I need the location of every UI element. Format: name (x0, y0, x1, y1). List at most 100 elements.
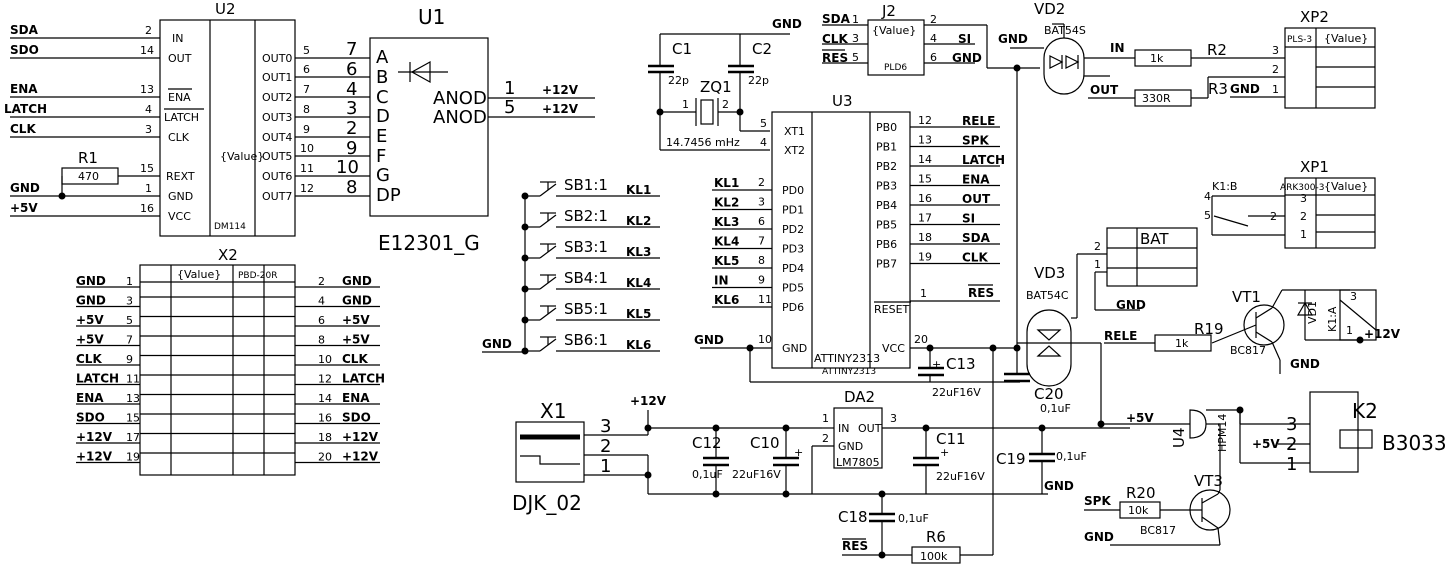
j2-pin5: 5 (852, 51, 859, 64)
u2-pin-15: 15 (140, 162, 154, 175)
u3-pb-label: PB4 (876, 199, 897, 212)
xp1-type: ARK300-3 (1280, 183, 1324, 193)
u3-pb-num: 15 (918, 173, 932, 186)
j2-net-res: RES (822, 51, 848, 65)
u2-pin-12: 12 (300, 182, 314, 195)
vd2-value: BAT54S (1044, 24, 1086, 37)
u3-pb-net: ENA (962, 173, 990, 187)
j2-body (867, 19, 925, 76)
c19-value: 0,1uF (1056, 450, 1087, 463)
u2-net-clk: CLK (10, 122, 36, 136)
x2-pin-left: 19 (126, 451, 140, 464)
xp2-pin3: 3 (1272, 44, 1279, 57)
x2-net-left: +12V (76, 450, 113, 464)
x2-pin-right: 2 (318, 275, 325, 288)
u2-lbl-latch: LATCH (164, 111, 199, 124)
xp1-pin3: 3 (1300, 192, 1307, 205)
x2-net-left: GND (76, 294, 106, 308)
xp2-body (1284, 27, 1376, 109)
xp2-gnd: GND (1230, 82, 1260, 96)
u3-pd-net: KL5 (714, 254, 739, 268)
u3-pb-net: SI (962, 212, 975, 226)
x1-pin3: 3 (600, 416, 611, 437)
c12-value: 0,1uF (692, 468, 723, 481)
x2-pin-right: 16 (318, 412, 332, 425)
vd2-area: VD2 BAT54S GND IN 1k R2 OUT 330R R3 GND … (998, 0, 1376, 348)
x2-net-right: +12V (342, 450, 379, 464)
u1-lbl-d: D (376, 106, 390, 127)
u2-value: {Value} (220, 150, 264, 163)
c2-value: 22p (748, 74, 769, 87)
switch-net: KL6 (626, 338, 651, 352)
bat-body (1106, 227, 1198, 287)
c12-ref: C12 (692, 434, 722, 452)
xp2-ref: XP2 (1300, 8, 1329, 26)
j2-pin1: 1 (852, 13, 859, 26)
k2-pin1: 1 (1286, 454, 1297, 475)
xp1-area: XP1 ARK300-3 {Value} 3 2 1 2 K1:B 4 5 (1204, 158, 1376, 249)
da2-gnd: GND (838, 440, 863, 453)
j2-net-gnd: GND (952, 51, 982, 65)
x2-net-right: +12V (342, 430, 379, 444)
r3-net: OUT (1090, 83, 1119, 97)
u2-body (159, 19, 296, 237)
u3-pin-20: 20 (914, 333, 928, 346)
r1-value: 470 (78, 170, 99, 183)
u2-lbl-clk: CLK (168, 131, 190, 144)
x2-value: {Value} (177, 268, 221, 281)
c10-value: 22uF16V (732, 468, 781, 481)
x2-net-right: GND (342, 274, 372, 288)
u2-net-5v: +5V (10, 201, 38, 215)
c11-value: 22uF16V (936, 470, 985, 483)
u3-pd-net: KL1 (714, 176, 739, 190)
j2-net-clk: CLK (822, 32, 848, 46)
u2-net-sdo: SDO (10, 43, 39, 57)
x2-net-right: +5V (342, 313, 370, 327)
u2-out5: OUT5 (262, 150, 292, 163)
u3-body (771, 111, 911, 369)
u3-pd-label: PD4 (782, 262, 804, 275)
x1-name: DJK_02 (512, 491, 582, 515)
x2-pin-right: 10 (318, 353, 332, 366)
u3-pd-num: 7 (758, 235, 765, 248)
svg-text:+: + (794, 446, 803, 459)
k1a-p3: 3 (1350, 290, 1357, 303)
u1-lbl-c: C (376, 87, 389, 108)
vd3-value: BAT54C (1026, 289, 1069, 302)
u2-pin-13: 13 (140, 83, 154, 96)
j2-net-si: SI (958, 32, 971, 46)
u2-out4: OUT4 (262, 131, 292, 144)
u3-pb-net: CLK (962, 251, 988, 265)
u3-pd-net: KL3 (714, 215, 739, 229)
u3-pb-num: 13 (918, 134, 932, 147)
switch-ref: SB5:1 (564, 300, 608, 318)
j2-connector: J2 {Value} PLD6 SDA CLK RES 1 3 5 2 4 6 … (822, 2, 1040, 76)
x2-pin-right: 18 (318, 431, 332, 444)
top-gnd: GND (772, 17, 802, 31)
k2-net: +5V (1252, 437, 1280, 451)
c11-ref: C11 (936, 430, 966, 448)
switch-net: KL5 (626, 307, 651, 321)
x2-net-right: LATCH (342, 372, 385, 386)
c20-ref: C20 (1034, 385, 1064, 403)
switch-ref: SB6:1 (564, 331, 608, 349)
da2-p2: 2 (822, 432, 829, 445)
u3-pd-net: KL2 (714, 196, 739, 210)
x2-net-right: GND (342, 294, 372, 308)
u3-name2: ATTINY2313 (822, 367, 876, 377)
u1-pin-4: 4 (346, 79, 357, 100)
vt1-body (1243, 304, 1285, 346)
u3-pd-num: 3 (758, 196, 765, 209)
k1b-p4: 4 (1204, 190, 1211, 203)
u3-pd-label: PD5 (782, 282, 804, 295)
u3-pd-net: IN (714, 274, 729, 288)
r19-body (1154, 334, 1212, 352)
u3-xt2: XT2 (784, 144, 805, 157)
x2-body (139, 264, 296, 476)
u3-pb-label: PB5 (876, 219, 897, 232)
u2-ref: U2 (215, 0, 236, 18)
zq1-body (700, 99, 714, 125)
u3-pb-net: LATCH (962, 153, 1005, 167)
switch-net: KL1 (626, 183, 651, 197)
xp2-pin1: 1 (1272, 83, 1279, 96)
